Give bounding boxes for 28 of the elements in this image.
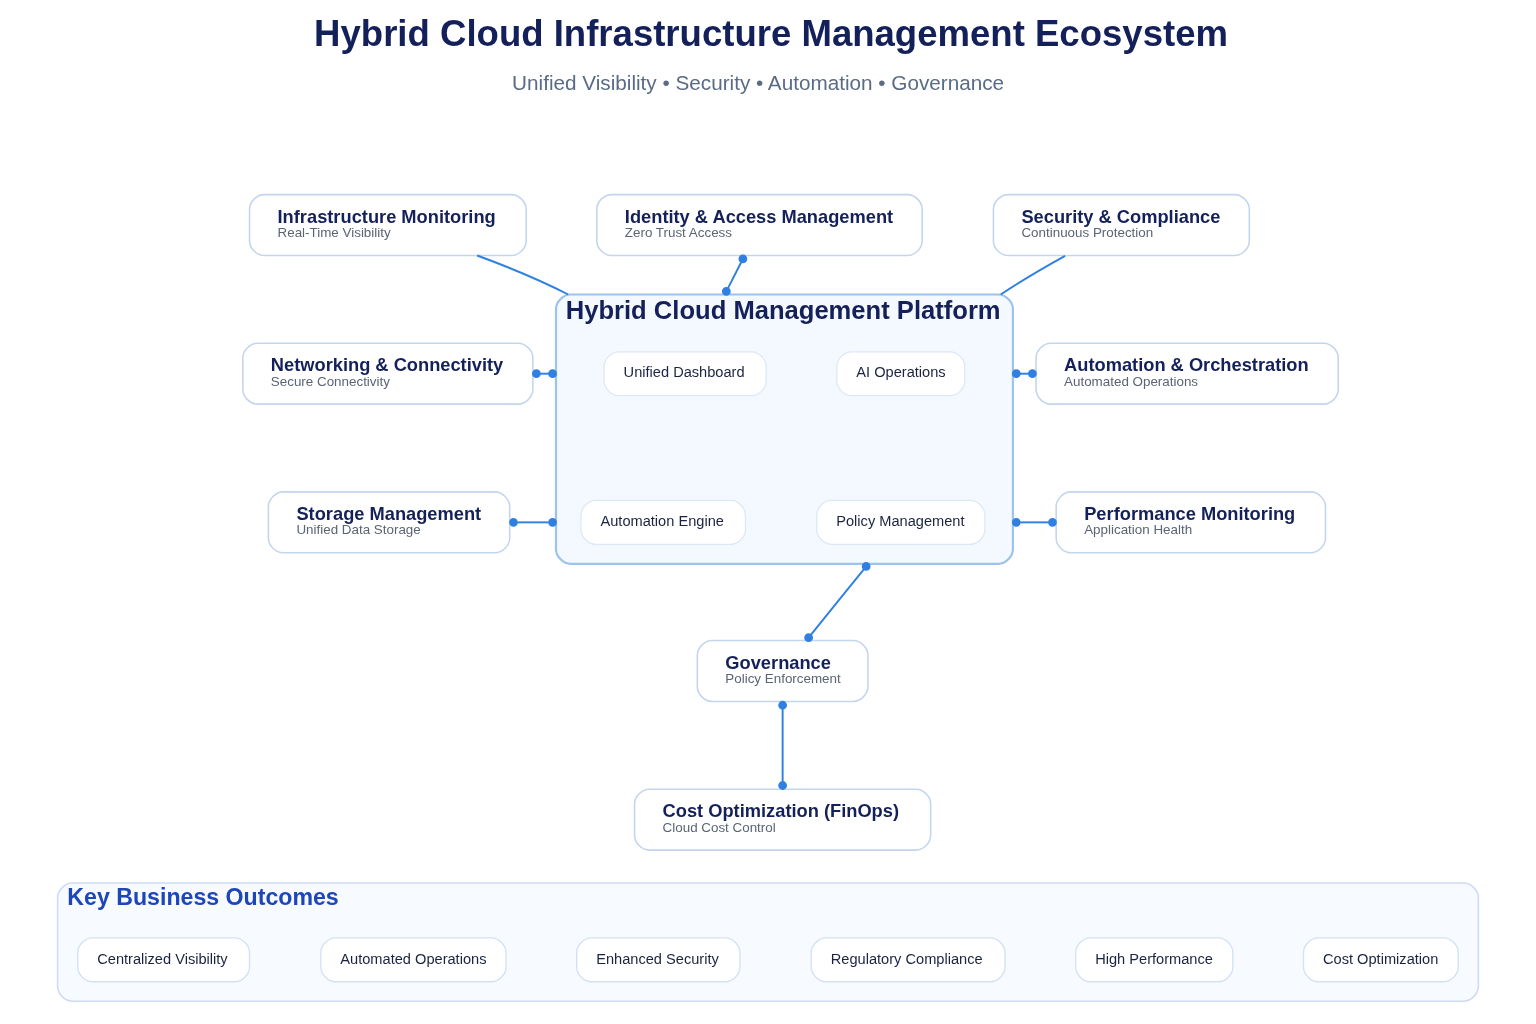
connector bbox=[476, 254, 570, 296]
connector bbox=[999, 254, 1067, 296]
node-box: Infrastructure Monitoring Real-Time Visibility bbox=[248, 193, 527, 257]
node-box: Enhanced Security bbox=[576, 937, 741, 983]
connector bbox=[721, 254, 748, 296]
node-box: Centralized Visibility bbox=[77, 937, 251, 983]
node-box: Automation Engine bbox=[580, 499, 747, 545]
node-box: Performance Monitoring Application Health bbox=[1055, 491, 1327, 554]
node-box: Cost Optimization (FinOps) Cloud Cost Control bbox=[633, 788, 932, 851]
node-box: Regulatory Compliance bbox=[810, 937, 1006, 983]
node-box: Policy Management bbox=[816, 499, 986, 545]
node-box: Unified Dashboard bbox=[603, 351, 767, 397]
node-box: Security & Compliance Continuous Protection bbox=[992, 193, 1251, 257]
node-box: High Performance bbox=[1075, 937, 1234, 983]
node-box: Identity & Access Management Zero Trust Access bbox=[596, 193, 923, 257]
node-box: AI Operations bbox=[836, 351, 966, 397]
node-box: Governance Policy Enforcement bbox=[696, 639, 869, 703]
node-box: Automation & Orchestration Automated Operations bbox=[1035, 342, 1340, 405]
connector bbox=[509, 517, 557, 527]
diagram-title: Hybrid Cloud Infrastructure Management Ecosystem bbox=[314, 12, 1228, 54]
node-box: Automated Operations bbox=[320, 937, 507, 983]
label: Unified Visibility • Security • Automation • Governance bbox=[512, 70, 1005, 94]
node-box: Storage Management Unified Data Storage bbox=[267, 491, 511, 554]
node-box: Cost Optimization bbox=[1302, 937, 1459, 983]
connector bbox=[1011, 517, 1057, 527]
node-box: Networking & Connectivity Secure Connectivity bbox=[242, 342, 534, 405]
connector bbox=[778, 700, 787, 790]
connector bbox=[804, 562, 871, 642]
